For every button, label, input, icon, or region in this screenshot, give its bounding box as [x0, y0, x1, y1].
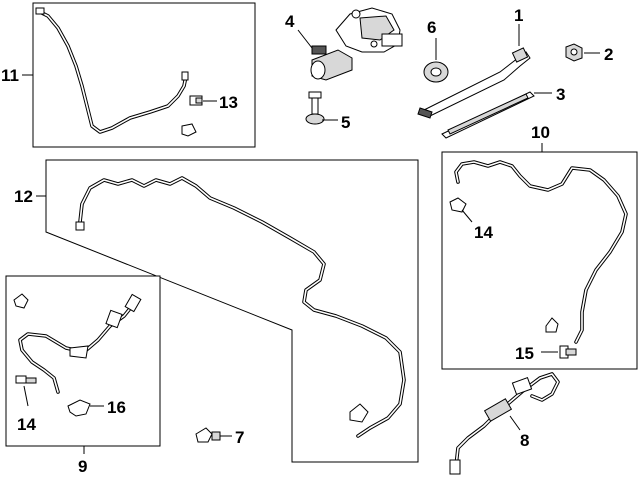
check-valve-14-left [15, 375, 37, 384]
leader-8 [509, 415, 521, 431]
grommet-6 [423, 61, 449, 83]
clip-9 [13, 293, 29, 309]
callout-7: 7 [235, 428, 244, 447]
group-box-12 [45, 159, 419, 463]
washer-hose-10 [454, 160, 628, 344]
valve-15 [559, 345, 577, 359]
connector-13 [189, 95, 203, 106]
callout-4: 4 [285, 12, 295, 31]
nut-2 [565, 43, 583, 62]
elbow-16 [67, 399, 91, 417]
callout-6: 6 [427, 18, 436, 37]
callout-11: 11 [1, 66, 19, 85]
clip-7 [195, 427, 221, 443]
callout-15: 15 [515, 344, 534, 363]
clip-11 [181, 123, 197, 137]
rear-washer-hose-11 [35, 7, 189, 134]
callout-9: 9 [78, 457, 87, 476]
leader-14-right [461, 209, 473, 223]
clip-10 [545, 317, 559, 333]
callout-5: 5 [341, 113, 350, 132]
washer-pump-harness-8 [449, 372, 560, 475]
callout-1: 1 [514, 6, 523, 25]
leader-14-left [23, 385, 29, 407]
callout-16: 16 [107, 398, 126, 417]
bolt-5 [305, 91, 325, 125]
clip-14-right [449, 197, 467, 213]
washer-hose-12 [75, 176, 406, 438]
group-box-11 [32, 2, 256, 148]
wiper-blade-3 [441, 91, 535, 139]
callout-12: 12 [14, 187, 33, 206]
callout-10: 10 [531, 123, 550, 142]
clip-12 [349, 403, 369, 423]
callout-14-right: 14 [474, 223, 493, 242]
wiper-arm-1 [417, 47, 531, 119]
leader-4 [297, 29, 313, 49]
washer-hose-9 [18, 293, 142, 394]
callout-2: 2 [604, 45, 613, 64]
callout-13: 13 [219, 93, 238, 112]
wiper-motor-4 [310, 7, 403, 81]
callout-3: 3 [556, 85, 565, 104]
callout-14-left: 14 [17, 415, 36, 434]
callout-8: 8 [520, 431, 529, 450]
